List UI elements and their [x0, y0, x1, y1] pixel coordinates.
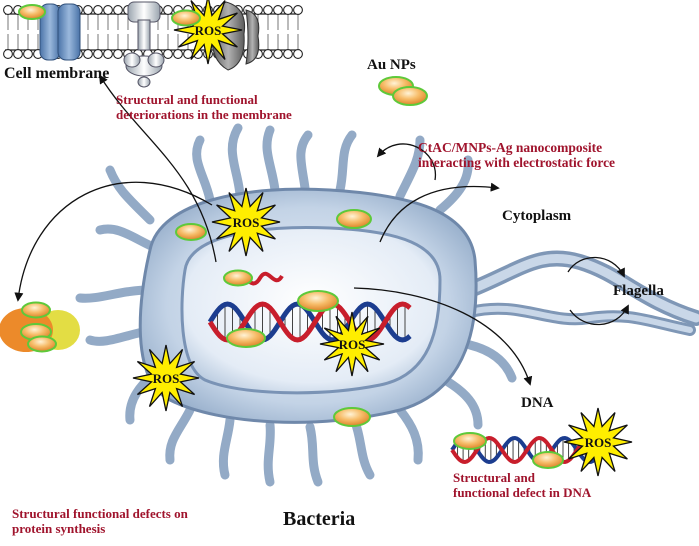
gold-nanoparticle — [453, 432, 487, 450]
gold-nanoparticle — [18, 4, 46, 20]
label-dna-effect-line1: Structural and — [453, 470, 535, 485]
label-nanocomposite: CtAC/MNPs-Ag nanocomposite interacting w… — [418, 140, 615, 170]
label-protein-effect-line2: protein synthesis — [12, 521, 106, 536]
label-au-nps: Au NPs — [367, 57, 416, 73]
cell-membrane-illustration — [3, 1, 303, 88]
label-dna: DNA — [521, 395, 554, 411]
label-cell-membrane: Cell membrane — [4, 65, 110, 82]
gold-nanoparticle — [223, 269, 253, 287]
arrows — [14, 74, 629, 386]
ros-label: ROS — [339, 337, 366, 352]
arrow-to-cytoplasm — [379, 182, 500, 243]
arrow-nanocomposite — [376, 143, 436, 181]
label-bacteria: Bacteria — [283, 508, 356, 530]
label-dna-effect-line2: functional defect in DNA — [453, 485, 592, 500]
arrow-flagella-bottom — [569, 304, 629, 326]
ros-label: ROS — [195, 23, 222, 38]
ros-star: ROS — [211, 187, 281, 257]
gold-nanoparticle — [226, 328, 266, 348]
arrow-flagella-top — [567, 256, 625, 278]
arrow-to-membrane — [99, 74, 217, 263]
membrane-protein-white — [123, 1, 165, 88]
label-membrane-effect-line1: Structural and functional — [116, 92, 258, 107]
gold-nanoparticle — [336, 209, 372, 229]
arrow-to-protein — [14, 181, 213, 302]
gold-nanoparticle — [171, 9, 201, 27]
gold-nanoparticle — [333, 407, 371, 427]
label-nanocomposite-line1: CtAC/MNPs-Ag nanocomposite — [418, 140, 603, 155]
membrane-protein-blue — [39, 3, 81, 61]
label-cytoplasm: Cytoplasm — [502, 208, 572, 224]
label-membrane-effect-line2: deteriorations in the membrane — [116, 107, 292, 122]
nanoparticle-layer — [18, 4, 564, 469]
label-dna-effect: Structural and functional defect in DNA — [453, 470, 591, 500]
ros-label: ROS — [153, 371, 180, 386]
bacteria-pili — [75, 123, 517, 487]
bacteria-dna-helix — [207, 301, 412, 343]
arrow-to-dna — [353, 287, 533, 386]
gold-nanoparticle — [175, 223, 207, 241]
ros-star: ROS — [319, 311, 385, 377]
gold-nanoparticle — [27, 335, 57, 353]
ros-star: ROS — [132, 344, 200, 412]
ros-star: ROS — [563, 407, 633, 477]
label-flagella: Flagella — [613, 283, 664, 299]
label-protein-effect: Structural functional defects on protein… — [12, 506, 188, 536]
gold-nanoparticle — [297, 290, 339, 312]
bacteria-flagellum — [462, 250, 699, 336]
gold-nanoparticle — [21, 301, 51, 319]
ros-label: ROS — [585, 435, 612, 450]
label-nanocomposite-line2: interacting with electrostatic force — [418, 155, 616, 170]
ros-label: ROS — [233, 215, 260, 230]
gold-nanoparticle — [392, 86, 428, 106]
ros-layer: ROS ROS ROS ROS ROS — [132, 0, 633, 477]
label-protein-effect-line1: Structural functional defects on — [12, 506, 188, 521]
gold-nanoparticle — [532, 451, 564, 469]
label-membrane-effect: Structural and functional deteriorations… — [116, 92, 292, 122]
